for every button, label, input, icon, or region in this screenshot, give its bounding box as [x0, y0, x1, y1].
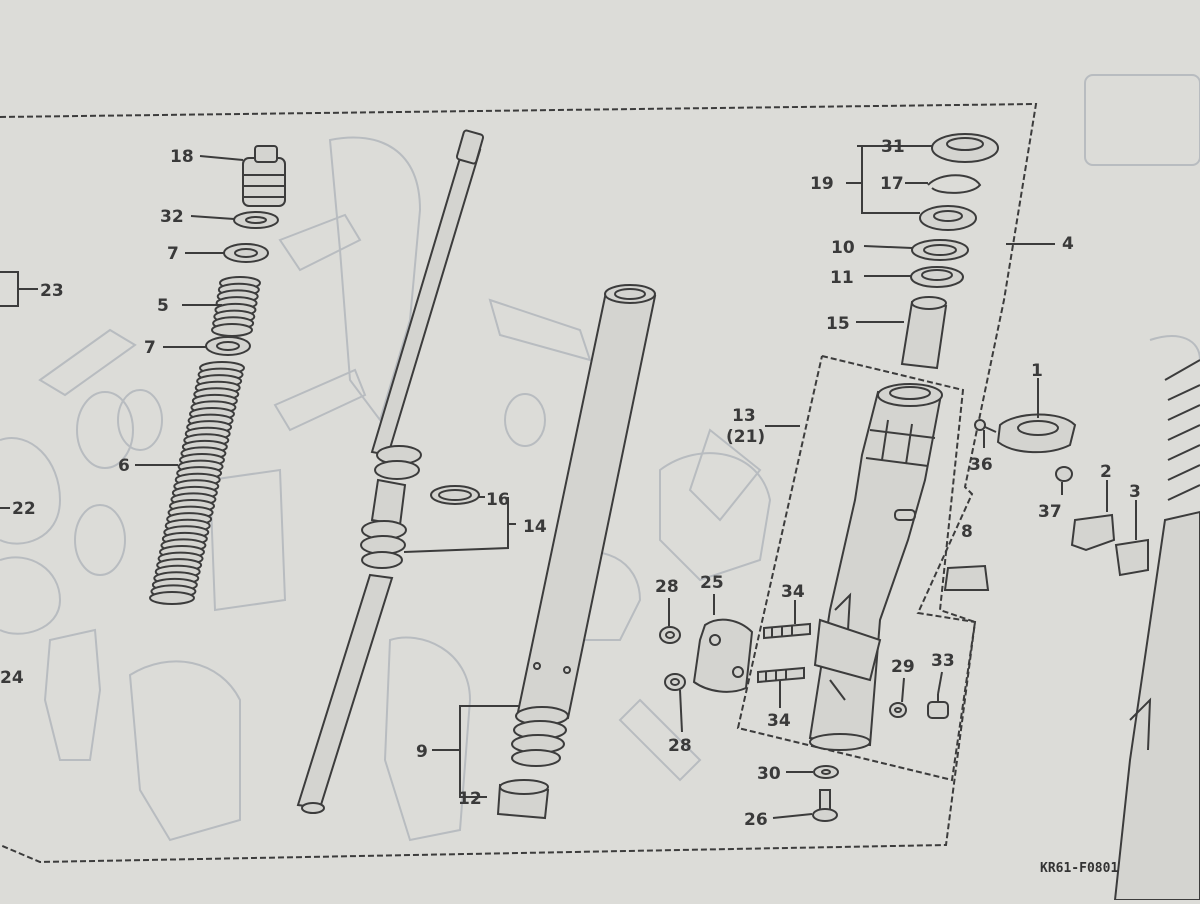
diagram-frame	[0, 102, 1038, 864]
part-7-upper-washer	[223, 243, 269, 263]
part-2-bracket	[1070, 513, 1116, 552]
part-25-axle-holder	[692, 618, 754, 693]
figure-code: KR61-F0801	[1040, 861, 1118, 876]
label-10: 10	[831, 238, 855, 258]
part-6-long-spring	[149, 361, 245, 605]
label-25: 25	[700, 573, 724, 593]
part-17-stopper-ring	[927, 174, 982, 194]
label-28-upper: 28	[655, 577, 679, 597]
label-19: 19	[810, 174, 834, 194]
part-1-clamp	[996, 413, 1077, 454]
part-8-plate	[943, 564, 990, 591]
label-7-lower: 7	[144, 338, 156, 358]
label-12: 12	[458, 789, 482, 809]
label-4: 4	[1062, 234, 1074, 254]
label-36: 36	[969, 455, 993, 475]
part-18-fork-cap-bolt	[242, 145, 286, 207]
part-34-lower-stud	[757, 666, 805, 684]
part-15-collar	[900, 296, 948, 370]
part-32-washer	[233, 211, 279, 229]
label-34-lower: 34	[767, 711, 791, 731]
part-33-drain-bolt	[927, 694, 949, 719]
adjacent-fork-assembly	[1113, 359, 1200, 901]
part-19-oil-seal	[919, 205, 977, 231]
label-34-upper: 34	[781, 582, 805, 602]
label-30: 30	[757, 764, 781, 784]
part-11-guide-bushing	[910, 266, 964, 288]
part-37-nut	[1055, 466, 1073, 482]
label-32: 32	[160, 207, 184, 227]
label-7-upper: 7	[167, 244, 179, 264]
background-ghost-drawing	[0, 74, 1200, 842]
part-28-lower-nut	[664, 673, 686, 691]
part-5-short-spring	[211, 276, 261, 337]
part-29-washer	[889, 702, 907, 718]
label-14: 14	[523, 517, 547, 537]
label-15: 15	[826, 314, 850, 334]
label-1: 1	[1031, 361, 1043, 381]
label-9: 9	[416, 742, 428, 762]
label-2: 2	[1100, 462, 1112, 482]
part-12-slider-bushing	[496, 779, 550, 820]
label-17: 17	[880, 174, 904, 194]
part-31-dust-seal	[931, 133, 999, 163]
label-23: 23	[40, 281, 64, 301]
part-16-piston-ring	[430, 485, 480, 505]
label-33: 33	[931, 651, 955, 671]
label-26: 26	[744, 810, 768, 830]
part-9-inner-fork-tube	[511, 284, 657, 767]
label-3: 3	[1129, 482, 1141, 502]
part-23-left-fragment	[0, 271, 19, 307]
part-14-damper-rod	[296, 129, 485, 814]
label-28-lower: 28	[668, 736, 692, 756]
label-31: 31	[881, 137, 905, 157]
leader-lines	[0, 145, 1137, 819]
part-10-back-up-ring	[911, 239, 969, 261]
label-22: 22	[12, 499, 36, 519]
part-34-upper-stud	[763, 622, 811, 640]
part-3-bracket	[1114, 538, 1149, 577]
label-6: 6	[118, 456, 130, 476]
label-5: 5	[157, 296, 169, 316]
label-16: 16	[486, 490, 510, 510]
label-13: 13	[732, 406, 756, 426]
label-29: 29	[891, 657, 915, 677]
part-number-labels: 18 32 7 23 5 7 6 22 24 16 14 9 12 31 19 …	[0, 137, 1141, 876]
label-24: 24	[0, 668, 24, 688]
part-28-upper-nut	[659, 626, 681, 644]
part-13-outer-fork-slider	[808, 383, 943, 751]
label-11: 11	[830, 268, 854, 288]
label-18: 18	[170, 147, 194, 167]
part-26-socket-bolt	[812, 789, 838, 822]
part-30-sealing-washer	[813, 765, 839, 779]
part-7-lower-washer	[205, 336, 251, 356]
label-37: 37	[1038, 502, 1062, 522]
label-8: 8	[961, 522, 973, 542]
part-36-screw	[974, 419, 997, 433]
label-13-alt: (21)	[726, 427, 765, 447]
